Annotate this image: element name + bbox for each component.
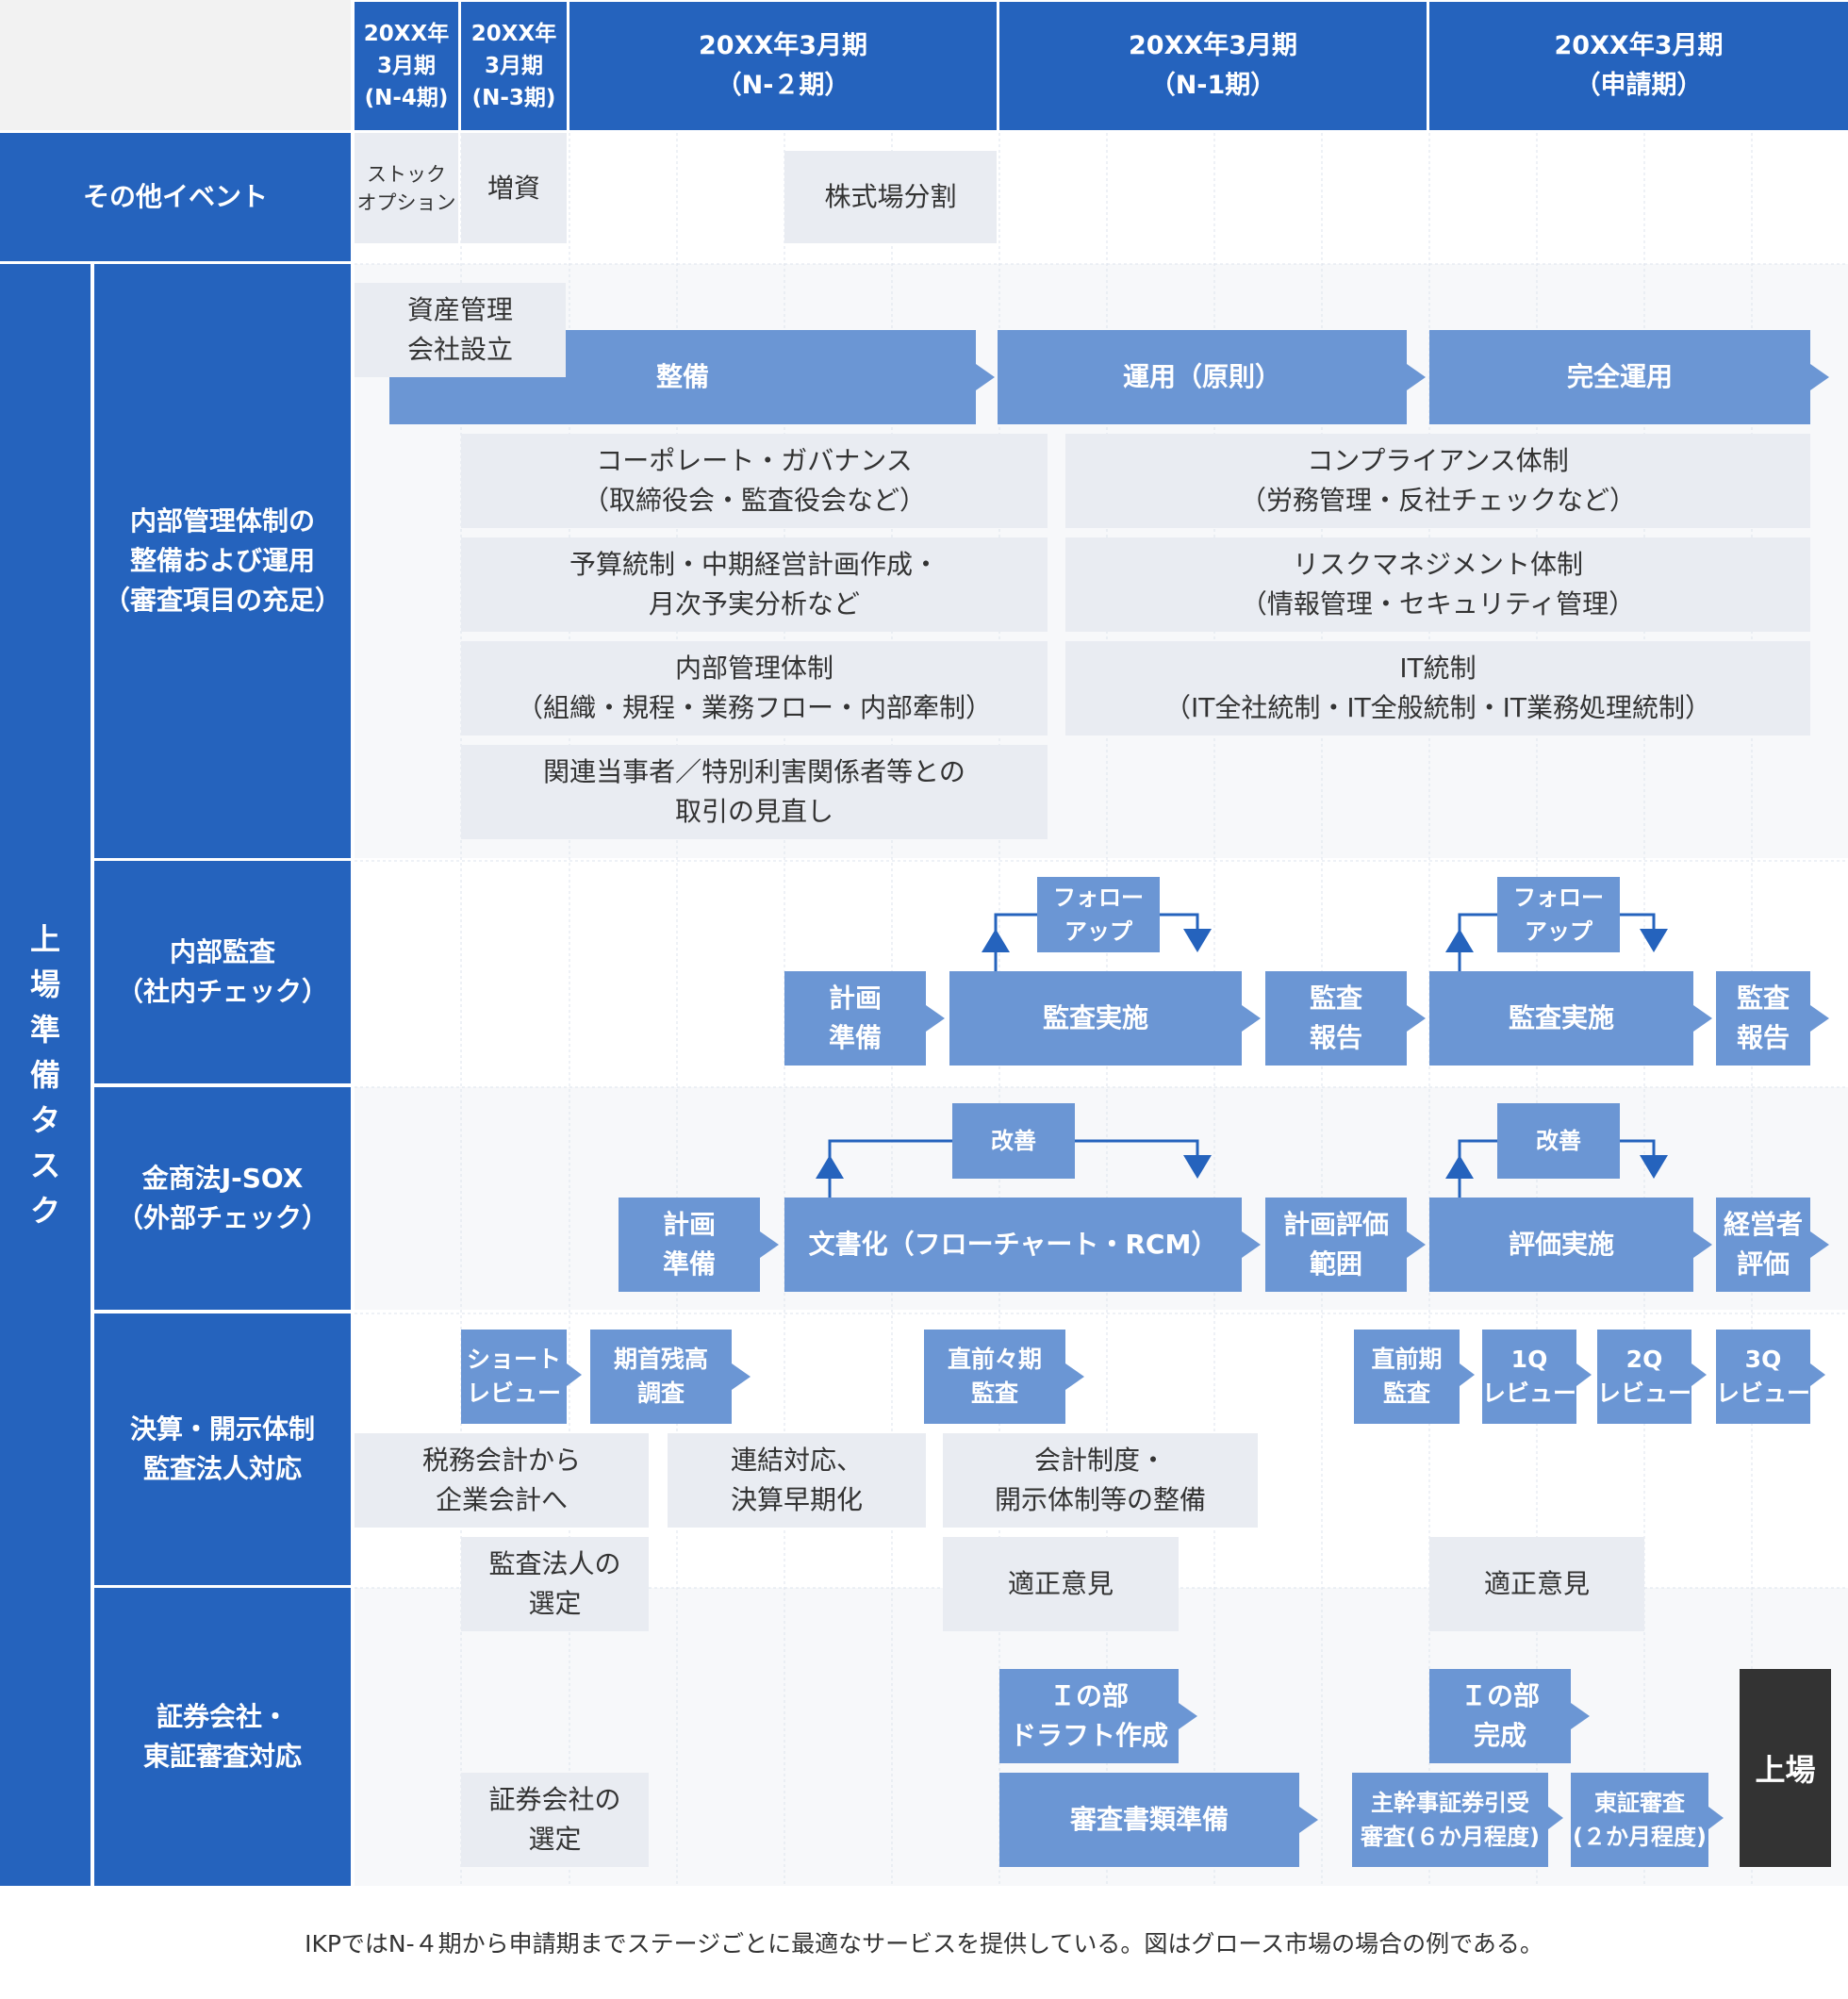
jsox-documentation-arrow — [1242, 1231, 1261, 1258]
row-label-listing-prep: 上 場 準 備 タ ス ク — [0, 264, 91, 1886]
budget-control: 予算統制・中期経営計画作成・ 月次予実分析など — [461, 537, 1048, 632]
event-capital-increase: 増資 — [461, 133, 567, 243]
part1-complete-arrow — [1571, 1703, 1590, 1729]
risk-management: リスクマネジメント体制 （情報管理・セキュリティ管理） — [1065, 537, 1810, 632]
header-period-n4: 20XX年 3月期 (N-4期) — [355, 2, 458, 130]
q1-review-arrow — [1576, 1363, 1592, 1386]
audit-execution-1-arrow — [1242, 1005, 1261, 1032]
q2-review: 2Q レビュー — [1597, 1330, 1691, 1424]
q1-review: 1Q レビュー — [1482, 1330, 1576, 1424]
header-period-n3: 20XX年 3月期 (N-3期) — [461, 2, 567, 130]
auditor-selection: 監査法人の 選定 — [461, 1537, 649, 1631]
listing-box: 上場 — [1740, 1669, 1831, 1867]
q2-review-arrow — [1691, 1363, 1707, 1386]
jsox-mgmt-eval-arrow — [1810, 1231, 1829, 1258]
part1-complete: Ｉの部 完成 — [1429, 1669, 1571, 1763]
lead-underwriter-review: 主幹事証券引受 審査(６か月程度) — [1352, 1773, 1548, 1867]
jsox-documentation: 文書化（フローチャート・RCM） — [784, 1198, 1242, 1292]
prev2-period-audit-arrow — [1065, 1363, 1084, 1390]
part1-draft-arrow — [1179, 1703, 1197, 1729]
audit-report-1-arrow — [1407, 1005, 1426, 1032]
audit-followup-1: フォロー アップ — [1037, 877, 1160, 952]
corporate-governance: コーポレート・ガバナンス （取締役会・監査役会など） — [461, 434, 1048, 528]
prev2-period-audit: 直前々期 監査 — [924, 1330, 1065, 1424]
audit-execution-2: 監査実施 — [1429, 971, 1693, 1066]
tse-review: 東証審査 (２か月程度) — [1571, 1773, 1708, 1867]
review-documents-prep: 審査書類準備 — [999, 1773, 1299, 1867]
jsox-eval-execution: 評価実施 — [1429, 1198, 1693, 1292]
audit-report-1: 監査 報告 — [1265, 971, 1407, 1066]
short-review-arrow — [567, 1363, 582, 1386]
jsox-improve-2: 改善 — [1497, 1103, 1620, 1179]
accounting-disclosure-system: 会計制度・ 開示体制等の整備 — [943, 1433, 1258, 1528]
row-label-securities: 証券会社・ 東証審査対応 — [94, 1588, 351, 1886]
phase-operation: 運用（原則） — [998, 330, 1407, 424]
tse-review-arrow — [1708, 1807, 1724, 1829]
row-label-closing: 決算・開示体制 監査法人対応 — [94, 1313, 351, 1585]
row-label-jsox: 金商法J-SOX （外部チェック） — [94, 1087, 351, 1310]
audit-plan-prep-arrow — [926, 1005, 945, 1032]
jsox-mgmt-eval: 経営者 評価 — [1716, 1198, 1810, 1292]
jsox-eval-scope: 計画評価 範囲 — [1265, 1198, 1407, 1292]
row-label-internal-audit: 内部監査 （社内チェック） — [94, 861, 351, 1083]
audit-plan-prep: 計画 準備 — [784, 971, 926, 1066]
jsox-eval-scope-arrow — [1407, 1231, 1426, 1258]
audit-followup-2: フォロー アップ — [1497, 877, 1620, 952]
audit-execution-2-arrow — [1693, 1005, 1712, 1032]
header-period-n1: 20XX年3月期 （N-1期） — [999, 2, 1427, 130]
securities-firm-selection: 証券会社の 選定 — [461, 1773, 649, 1867]
short-review: ショート レビュー — [461, 1330, 567, 1424]
audit-report-2: 監査 報告 — [1716, 971, 1810, 1066]
jsox-plan-prep: 計画 準備 — [619, 1198, 760, 1292]
audit-report-2-arrow — [1810, 1005, 1829, 1032]
phase-full-operation: 完全運用 — [1429, 330, 1810, 424]
asset-mgmt-company: 資産管理 会社設立 — [355, 283, 566, 377]
phase-full-operation-arrow — [1810, 364, 1829, 390]
internal-control-system: 内部管理体制 （組織・規程・業務フロー・内部牽制） — [461, 641, 1048, 735]
jsox-plan-prep-arrow — [760, 1231, 779, 1258]
it-control: IT統制 （IT全社統制・IT全般統制・IT業務処理統制） — [1065, 641, 1810, 735]
prev-period-audit-arrow — [1460, 1363, 1475, 1386]
jsox-improve-1: 改善 — [952, 1103, 1075, 1179]
q3-review: 3Q レビュー — [1716, 1330, 1810, 1424]
compliance-system: コンプライアンス体制 （労務管理・反社チェックなど） — [1065, 434, 1810, 528]
header-corner — [0, 0, 351, 130]
row-label-internal-mgmt: 内部管理体制の 整備および運用 （審査項目の充足） — [94, 264, 351, 858]
opening-balance-survey: 期首残高 調査 — [590, 1330, 732, 1424]
jsox-eval-execution-arrow — [1693, 1231, 1712, 1258]
phase-setup-arrow — [976, 364, 995, 390]
unqualified-opinion-1: 適正意見 — [943, 1537, 1179, 1631]
opening-balance-survey-arrow — [732, 1363, 751, 1390]
header-period-n2: 20XX年3月期 （N-２期） — [569, 2, 997, 130]
header-period-application: 20XX年3月期 （申請期） — [1429, 2, 1848, 130]
part1-draft: Ｉの部 ドラフト作成 — [999, 1669, 1179, 1763]
event-stock-split: 株式場分割 — [784, 151, 997, 243]
event-stock-option: ストック オプション — [355, 133, 458, 243]
related-party-review: 関連当事者／特別利害関係者等との 取引の見直し — [461, 745, 1048, 839]
tax-to-corporate-accounting: 税務会計から 企業会計へ — [355, 1433, 649, 1528]
lead-underwriter-review-arrow — [1548, 1807, 1563, 1829]
review-documents-prep-arrow — [1299, 1807, 1318, 1833]
phase-operation-arrow — [1407, 364, 1426, 390]
row-label-other-events: その他イベント — [0, 133, 351, 261]
caption: IKPではN-４期から申請期までステージごとに最適なサービスを提供している。図は… — [305, 1930, 1543, 1958]
q3-review-arrow — [1810, 1363, 1825, 1386]
audit-execution-1: 監査実施 — [949, 971, 1242, 1066]
prev-period-audit: 直前期 監査 — [1354, 1330, 1460, 1424]
consolidation-early-closing: 連結対応、 決算早期化 — [668, 1433, 926, 1528]
unqualified-opinion-2: 適正意見 — [1429, 1537, 1644, 1631]
